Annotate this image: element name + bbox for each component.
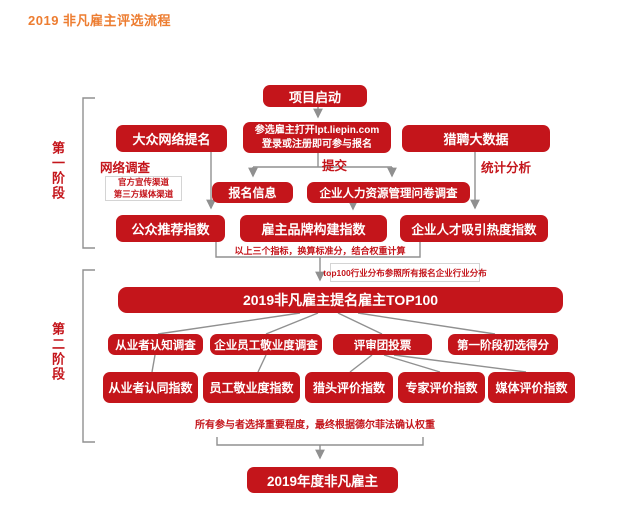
fan-top100-to-survey3 [337,312,383,335]
submit-label: 提交 [322,159,348,173]
node-talent-attraction-index: 企业人才吸引热度指数 [400,215,548,242]
node-employer-brand-index: 雇主品牌构建指数 [240,215,387,242]
channel-note-line1: 官方宣传渠道 [117,177,169,188]
weight-note: 以上三个指标，换算标准分，结合权重计算 [234,246,406,256]
channel-note: 官方宣传渠道 第三方媒体渠道 [105,176,182,201]
phase2-bracket [82,269,95,443]
node-index-expert: 专家评价指数 [398,372,485,403]
node-survey-engagement: 企业员工敬业度调查 [210,334,322,355]
node-index-media: 媒体评价指数 [488,372,575,403]
node-registration-info: 报名信息 [212,182,293,203]
node-final-award: 2019年度非凡雇主 [247,467,398,493]
gather-bracket-indices [215,242,421,258]
node-register-info: 参选雇主打开lpt.liepin.com 登录或注册即可参与报名 [243,122,391,153]
node-index-engagement: 员工敬业度指数 [203,372,300,403]
fan-top100-to-survey4 [357,312,496,335]
register-line2: 登录或注册即可参与报名 [262,138,372,150]
line-survey1-to-index1 [151,354,156,373]
node-project-start: 项目启动 [263,85,367,107]
node-top100: 2019非凡雇主提名雇主TOP100 [118,287,563,313]
node-public-nomination: 大众网络提名 [116,125,227,152]
node-index-headhunter: 猎头评价指数 [305,372,393,403]
submit-split-line [253,152,392,168]
node-hr-questionnaire: 企业人力资源管理问卷调查 [307,182,470,203]
page-title: 2019 非凡雇主评选流程 [28,13,172,28]
node-survey-jury-vote: 评审团投票 [333,334,432,355]
fan-top100-to-survey1 [157,312,301,335]
phase1-label: 第一阶段 [50,141,65,201]
phase2-label: 第二阶段 [50,322,65,382]
phase1-bracket [82,97,95,249]
fan-top100-to-survey2 [265,312,319,335]
delphi-note: 所有参与者选择重要程度，最终根据德尔菲法确认权重 [195,420,435,431]
bottom-gather-bracket [216,437,424,446]
stat-analysis-label: 统计分析 [481,161,532,175]
network-survey-label: 网络调查 [100,161,151,175]
node-survey-practitioner: 从业者认知调查 [108,334,203,355]
node-liepin-bigdata: 猎聘大数据 [402,125,550,152]
register-line1: 参选雇主打开lpt.liepin.com [254,125,380,136]
fan-jury-to-media [393,354,527,373]
node-survey-phase1-score: 第一阶段初选得分 [448,334,558,355]
channel-note-line2: 第三方媒体渠道 [113,188,174,199]
node-public-recommend-index: 公众推荐指数 [116,215,225,242]
node-index-practitioner: 从业者认同指数 [103,372,198,403]
fan-jury-to-headhunter [349,354,373,373]
line-survey2-to-index2 [257,354,267,373]
top100-note: top100行业分布参照所有报名企业行业分布 [323,263,487,282]
fan-jury-to-expert [383,354,441,373]
